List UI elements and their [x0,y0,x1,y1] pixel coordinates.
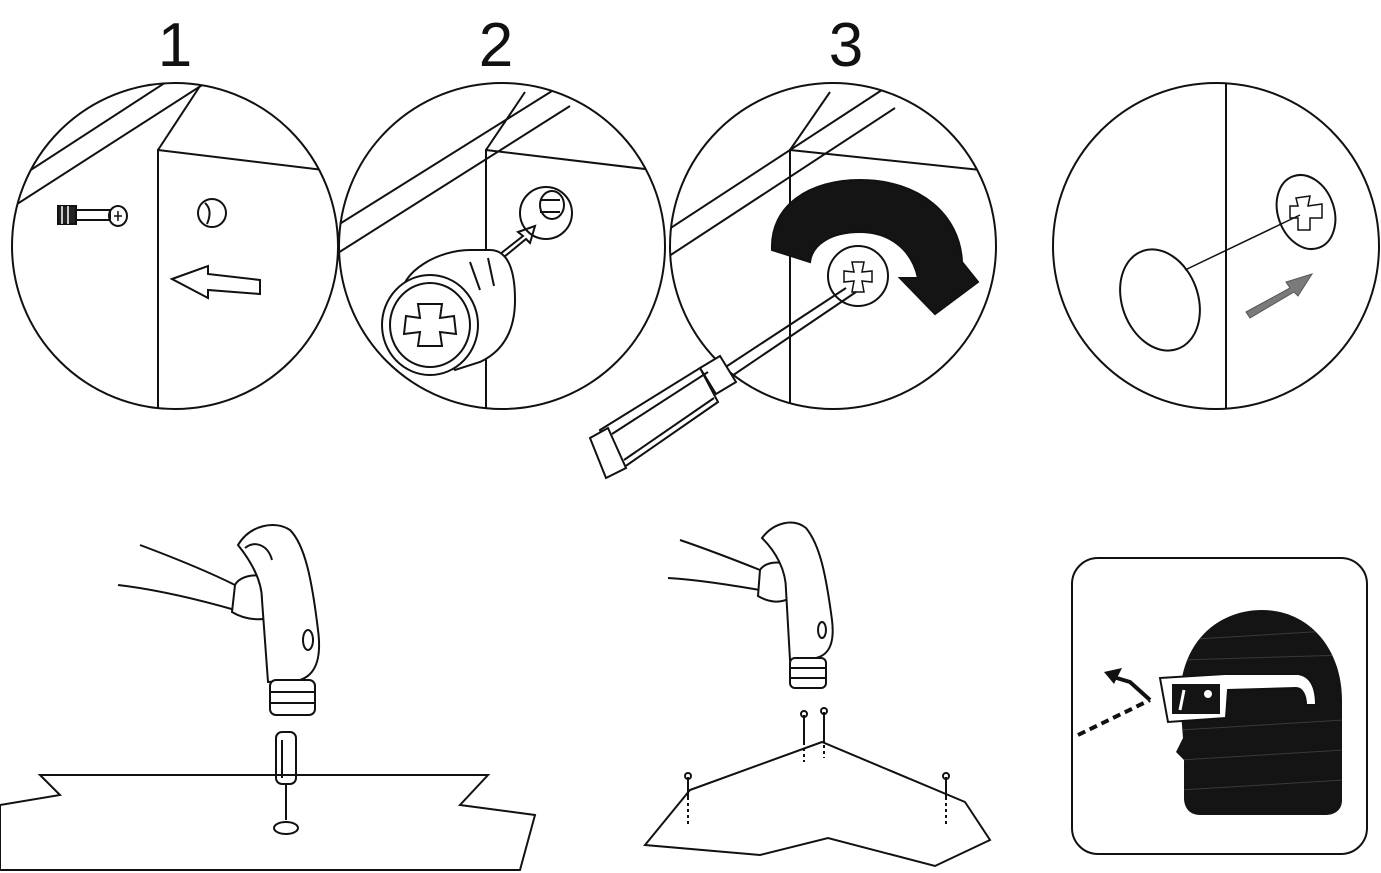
step-1-insert-bolt [11,82,339,410]
head-silhouette-icon [1176,610,1342,815]
sight-arrow-icon [1077,668,1152,737]
cam-lock-icon [381,249,517,376]
step-number-3: 3 [829,11,863,80]
hammer-dowel-panel [0,524,537,871]
arrow-right-icon [1245,273,1314,319]
step-number-2: 2 [479,11,513,80]
cover-cap-icon [1119,248,1201,352]
hammer-icon [760,521,834,689]
step-3-turn-cam-lock-clockwise [588,82,997,480]
hammer-icon [236,524,320,716]
bolt-icon [57,205,128,227]
hammer-nails-panel [643,521,992,868]
step-number-1: 1 [158,11,192,80]
rotate-clockwise-arrow-icon [770,178,980,316]
safety-glasses-panel [1071,557,1368,855]
dowel-icon [275,731,297,820]
arrow-left-icon [169,264,261,300]
nail-icon [684,707,950,825]
safety-glasses-icon [1158,673,1318,724]
cover-cap-panel [1052,82,1380,410]
screwdriver-icon [588,287,857,480]
step-2-insert-cam-lock [338,82,666,410]
